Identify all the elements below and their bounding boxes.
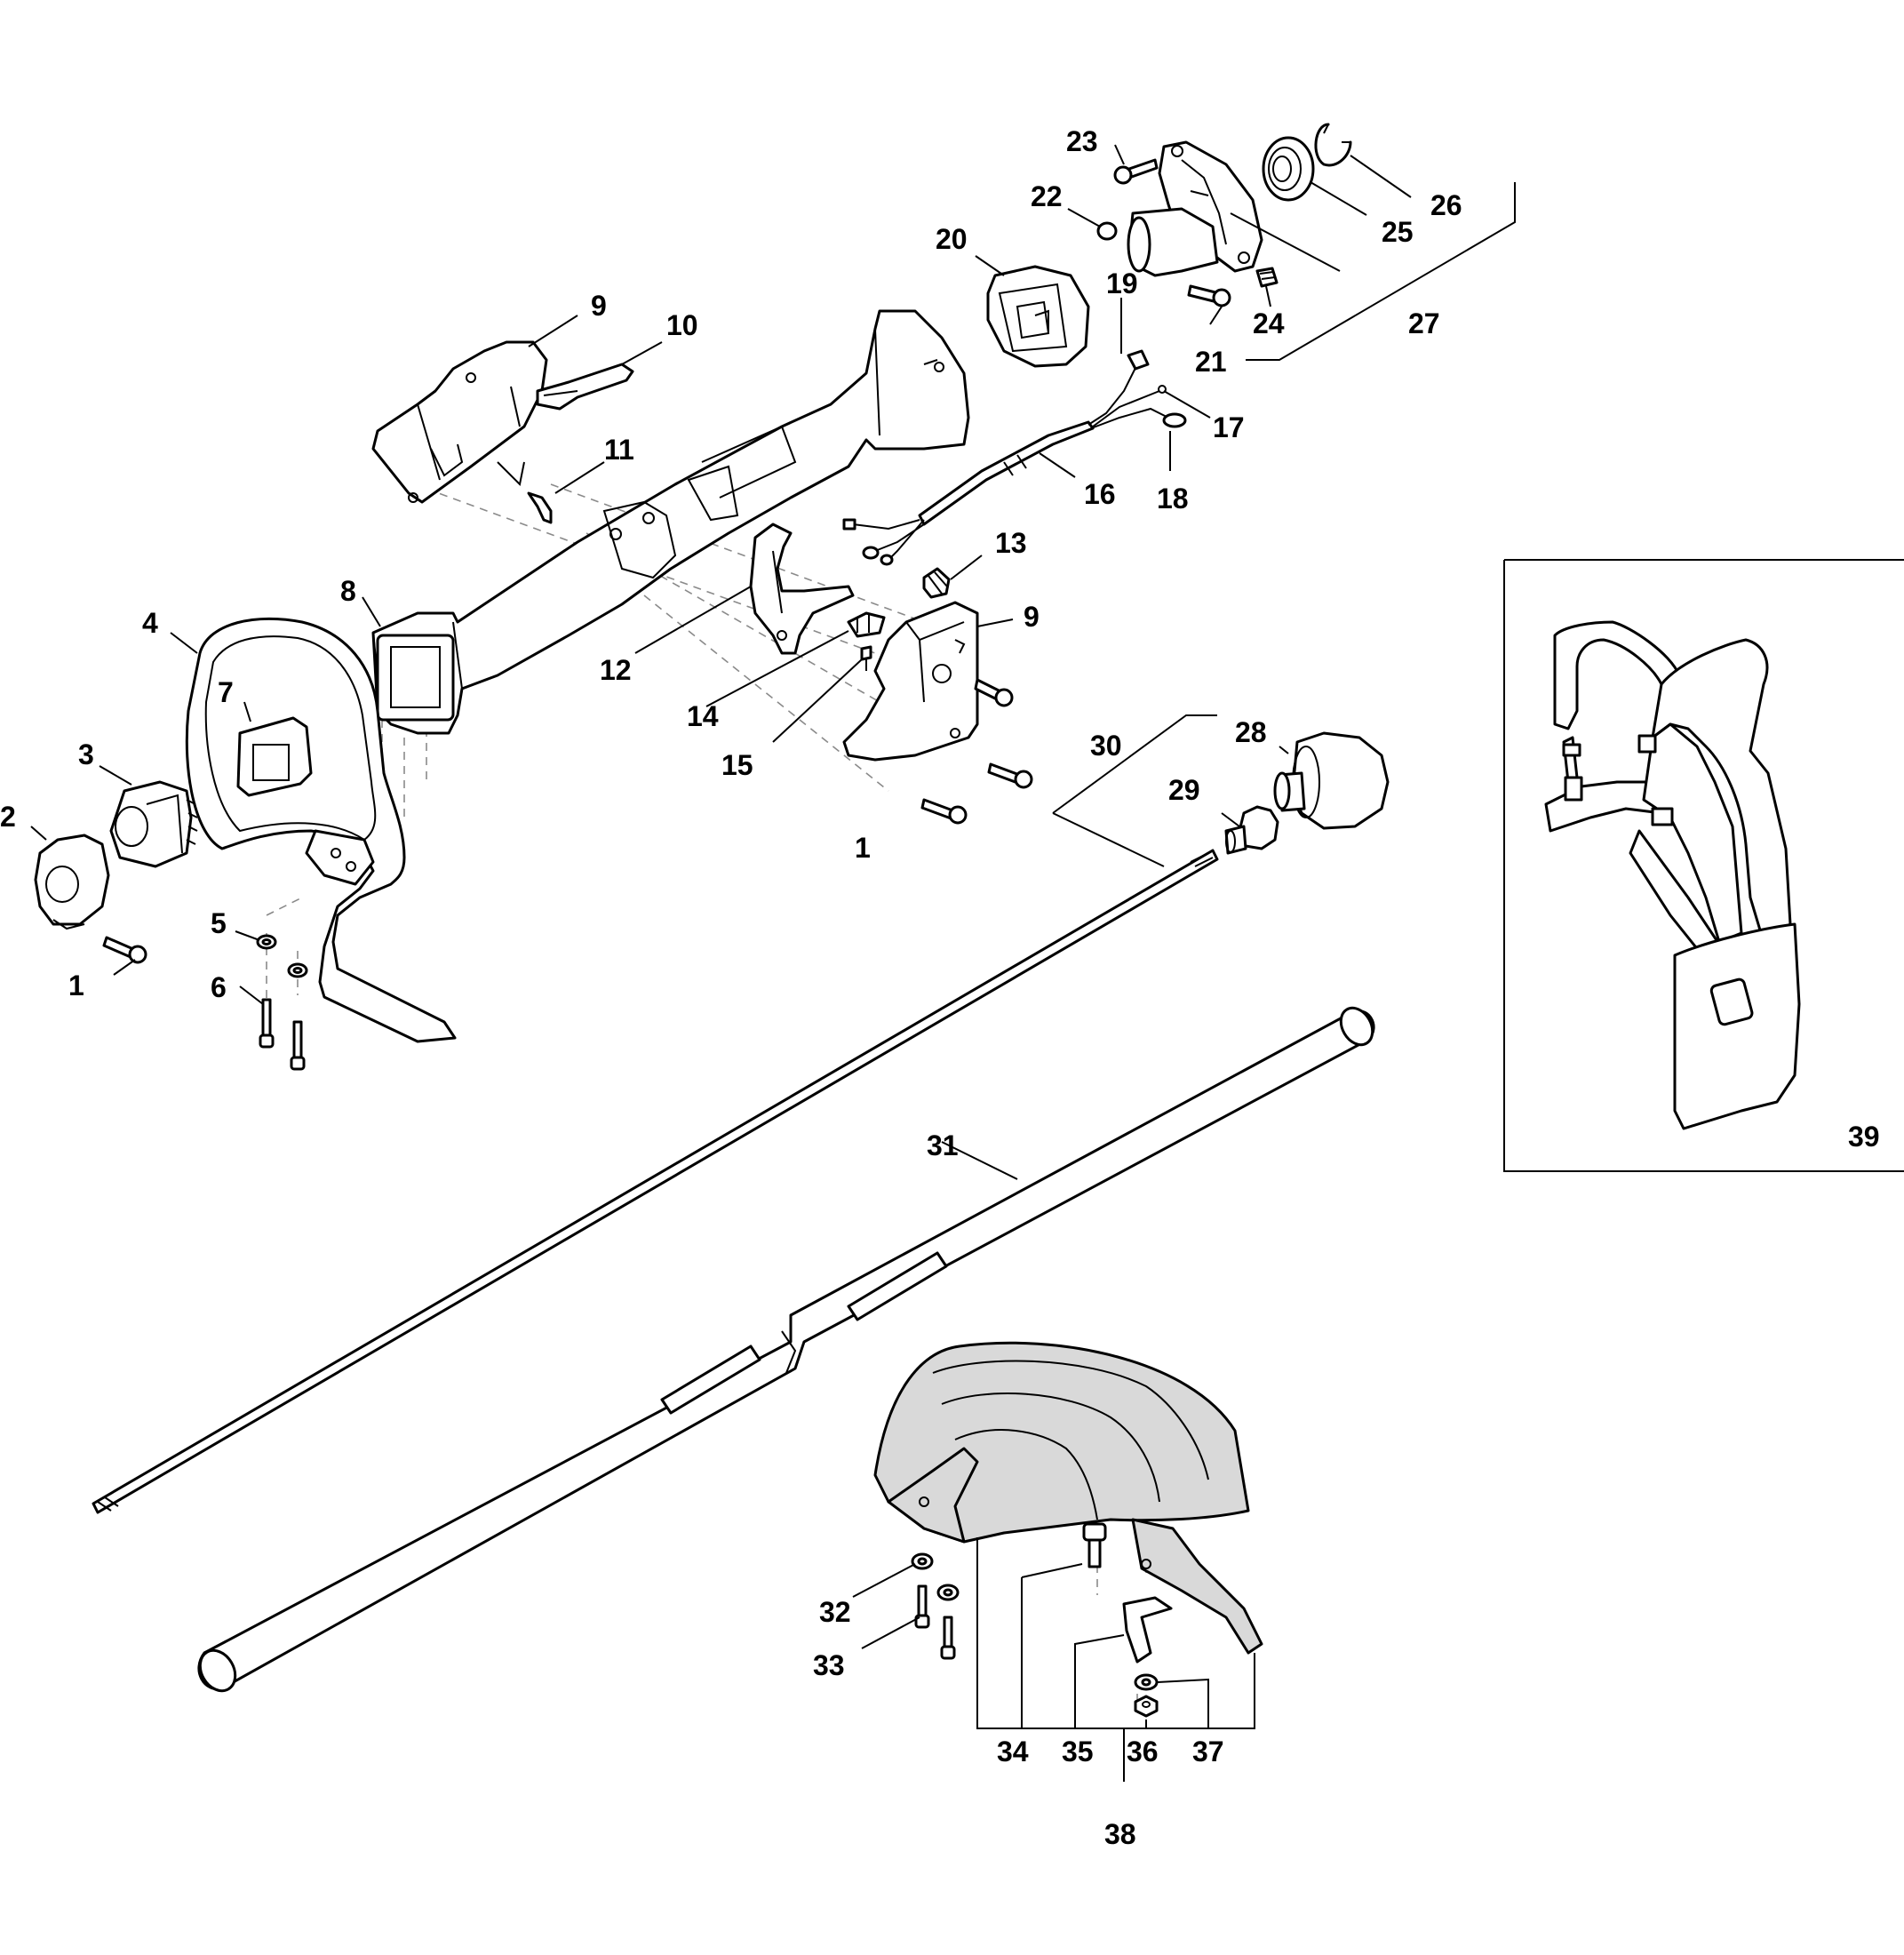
callout-7: 7 xyxy=(218,676,234,708)
callout-25: 25 xyxy=(1382,216,1414,248)
part-34-screw xyxy=(1082,1522,1107,1568)
callout-34: 34 xyxy=(997,1736,1029,1767)
callout-24: 24 xyxy=(1253,307,1285,339)
callout-13: 13 xyxy=(995,527,1027,559)
callout-31: 31 xyxy=(927,1129,959,1161)
part-15-small-screw xyxy=(860,645,872,671)
part-2-handle-cap xyxy=(34,834,110,930)
callout-37: 37 xyxy=(1192,1736,1224,1767)
callout-6: 6 xyxy=(211,971,227,1003)
part-38-grass-guard xyxy=(873,1341,1263,1655)
part-23-screw xyxy=(1113,158,1159,185)
part-6-screws xyxy=(259,998,306,1071)
leader-lines xyxy=(30,144,1516,1782)
part-5-washers xyxy=(256,934,308,978)
part-20-housing-cap xyxy=(986,265,1090,368)
callout-14: 14 xyxy=(687,700,719,732)
callout-32: 32 xyxy=(819,1596,851,1628)
part-39-shoulder-harness xyxy=(1503,559,1904,1172)
callout-1: 1 xyxy=(68,970,84,1001)
part-31-outer-tube xyxy=(197,1006,1375,1693)
part-13-switch-cap xyxy=(922,567,951,599)
part-36-nut xyxy=(1134,1695,1159,1718)
callout-28: 28 xyxy=(1235,716,1267,748)
part-27-gear-housing xyxy=(1127,140,1263,277)
callout-5: 5 xyxy=(211,907,227,939)
callout-38: 38 xyxy=(1104,1818,1136,1850)
callout-3: 3 xyxy=(78,738,94,770)
part-29-drive-nut xyxy=(1224,805,1279,855)
part-10-throttle-trigger xyxy=(536,363,634,411)
callout-labels: 1 1 2 3 4 5 6 7 8 9 9 10 11 12 13 14 15 … xyxy=(0,125,1880,1850)
part-1-screws-handle xyxy=(920,678,1033,825)
part-30-drive-shaft xyxy=(92,849,1219,1514)
callout-35: 35 xyxy=(1062,1736,1094,1767)
callout-18: 18 xyxy=(1157,483,1189,515)
callout-2: 2 xyxy=(0,801,16,833)
part-37-washer xyxy=(1134,1673,1159,1691)
part-28-clutch-drum xyxy=(1273,731,1390,830)
callout-30: 30 xyxy=(1090,730,1122,762)
callout-33: 33 xyxy=(813,1649,845,1681)
callout-39: 39 xyxy=(1848,1121,1880,1153)
part-32-washer xyxy=(911,1552,960,1601)
callout-22: 22 xyxy=(1031,180,1063,212)
callout-4: 4 xyxy=(142,607,158,639)
part-4-loop-handle xyxy=(185,617,457,1043)
part-16-wiring-harness xyxy=(842,349,1187,566)
part-9-handle-cover-lower xyxy=(842,601,979,762)
callout-17: 17 xyxy=(1213,411,1245,443)
callout-21: 21 xyxy=(1195,346,1227,378)
part-24-set-screw xyxy=(1255,267,1279,288)
part-7-handle-insert xyxy=(236,716,313,797)
part-12-throttle-lever xyxy=(749,523,855,655)
callout-11: 11 xyxy=(604,434,634,466)
callout-9: 9 xyxy=(1024,601,1040,633)
part-8-engine-housing xyxy=(371,309,970,735)
callout-8: 8 xyxy=(340,575,356,607)
callout-27: 27 xyxy=(1408,307,1440,339)
part-35-bracket xyxy=(1122,1596,1173,1664)
part-26-circlip xyxy=(1314,123,1352,167)
callout-9: 9 xyxy=(591,290,607,322)
part-11-spring-clip xyxy=(527,491,553,524)
callout-16: 16 xyxy=(1084,478,1116,510)
part-9-handle-cover-upper xyxy=(371,340,548,504)
callout-26: 26 xyxy=(1430,189,1462,221)
callout-10: 10 xyxy=(666,309,698,341)
callout-19: 19 xyxy=(1106,267,1138,299)
callout-20: 20 xyxy=(936,223,968,255)
callout-29: 29 xyxy=(1168,774,1200,806)
part-22-nut xyxy=(1096,221,1118,241)
part-14-stop-switch xyxy=(847,611,886,638)
part-21-screw xyxy=(1187,284,1231,307)
part-25-bearing xyxy=(1262,136,1315,202)
part-1-screw-handle-cap xyxy=(102,936,147,964)
callout-12: 12 xyxy=(600,654,632,686)
part-3-handle-clamp xyxy=(109,780,198,868)
callout-1: 1 xyxy=(855,832,871,864)
callout-23: 23 xyxy=(1066,125,1098,157)
callout-15: 15 xyxy=(721,749,753,781)
callout-36: 36 xyxy=(1127,1736,1159,1767)
